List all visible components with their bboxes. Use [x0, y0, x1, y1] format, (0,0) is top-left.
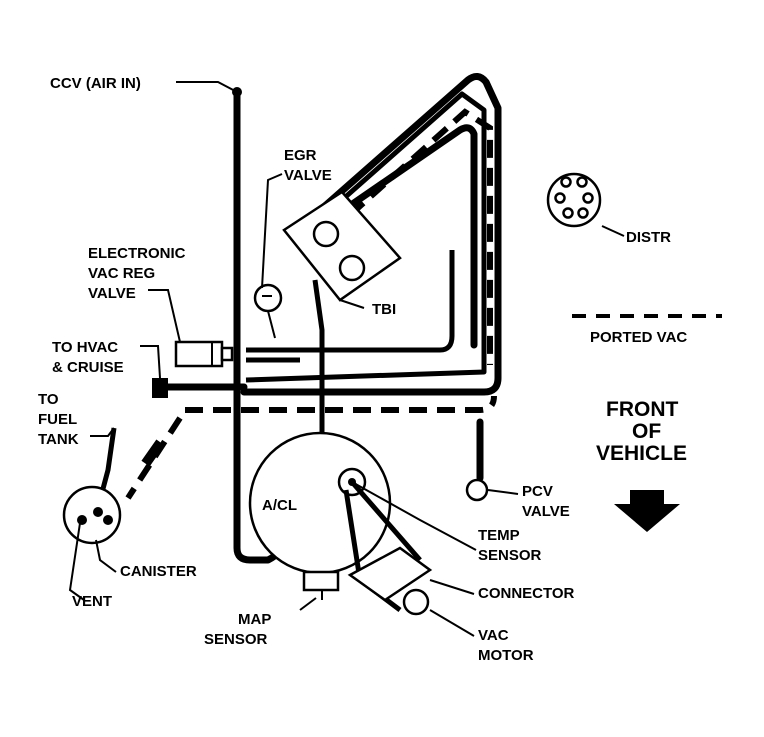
front-label-line1: FRONT	[606, 398, 678, 421]
hvac-label-line1: TO HVAC	[52, 339, 118, 356]
ported-vac-hose-lower	[185, 395, 497, 413]
hvac-label-line2: & CRUISE	[52, 359, 124, 376]
egr-valve-label-line2: VALVE	[284, 167, 332, 184]
down-arrow-icon	[614, 490, 680, 532]
pcv-label-line1: PCV	[522, 483, 553, 500]
pcv-label-line2: VALVE	[522, 503, 570, 520]
map-sensor-label-line1: MAP	[238, 611, 271, 628]
tbi-label: TBI	[372, 301, 396, 318]
temp-sensor-label-line2: SENSOR	[478, 547, 542, 564]
evrv-label-line2: VAC REG	[88, 265, 155, 282]
front-label-line2: OF	[632, 420, 661, 443]
leader-lines	[68, 81, 625, 637]
vac-motor-linkage	[343, 480, 433, 616]
ported-vac-label: PORTED VAC	[590, 329, 687, 346]
map-sensor-label-line2: SENSOR	[204, 631, 268, 648]
ported-vac-hose-triangle	[347, 108, 493, 365]
charcoal-canister	[62, 485, 122, 545]
evrv-hose	[246, 250, 455, 353]
hvac-hose	[152, 378, 248, 398]
pcv-valve	[465, 478, 489, 502]
fuel-tank-label-line2: FUEL	[38, 411, 77, 428]
evrv-label-line3: VALVE	[88, 285, 136, 302]
vent-label: VENT	[72, 593, 112, 610]
evrv-label-line1: ELECTRONIC	[88, 245, 186, 262]
ccv-label: CCV (AIR IN)	[50, 75, 141, 92]
acl-label: A/CL	[262, 497, 297, 514]
front-label-line3: VEHICLE	[596, 442, 687, 465]
egr-valve-label-line1: EGR	[284, 147, 317, 164]
vac-motor-label-line2: MOTOR	[478, 647, 534, 664]
canister-label: CANISTER	[120, 563, 197, 580]
vac-motor-label-line1: VAC	[478, 627, 509, 644]
fuel-tank-label-line3: TANK	[38, 431, 79, 448]
temp-sensor-label-line1: TEMP	[478, 527, 520, 544]
map-sensor	[302, 570, 340, 600]
distributor-cap	[546, 172, 602, 228]
evrv-valve	[174, 340, 234, 368]
fuel-tank-label-line1: TO	[38, 391, 59, 408]
tbi-triangle-hose	[240, 73, 502, 396]
egr-valve	[253, 283, 283, 339]
tbi-body	[282, 190, 402, 302]
distr-label: DISTR	[626, 229, 671, 246]
connector-label: CONNECTOR	[478, 585, 575, 602]
ported-vac-hose-canister	[125, 416, 183, 500]
